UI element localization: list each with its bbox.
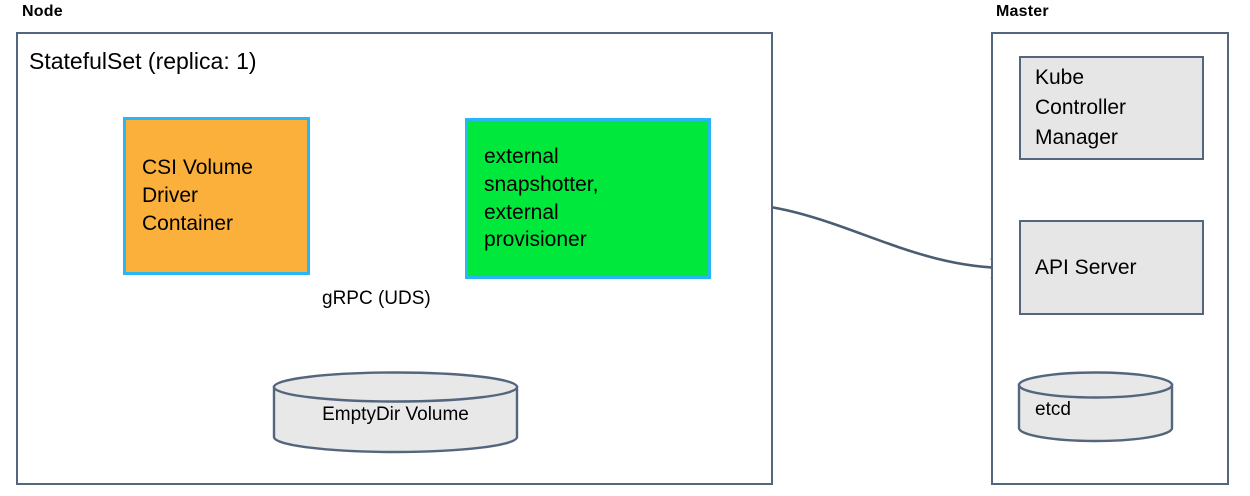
emptydir-volume-label: EmptyDir Volume [322,404,469,425]
grpc-uds-label: gRPC (UDS) [322,288,431,309]
kube-controller-manager-label: Kube Controller Manager [1035,66,1127,149]
csi-volume-driver-label: CSI Volume Driver Container [142,156,253,235]
kube-controller-manager-box[interactable]: Kube Controller Manager [1019,56,1204,160]
csi-volume-driver-container-box[interactable]: CSI Volume Driver Container [123,117,310,275]
etcd-cylinder[interactable]: etcd [1017,371,1174,443]
node-zone-label: Node [22,3,63,20]
master-zone-label: Master [996,3,1049,20]
external-sidecars-box[interactable]: external snapshotter, external provision… [465,118,711,279]
external-sidecars-label: external snapshotter, external provision… [484,144,599,252]
statefulset-title: StatefulSet (replica: 1) [29,48,257,74]
etcd-label: etcd [1035,399,1071,420]
api-server-label: API Server [1035,255,1137,279]
api-server-box[interactable]: API Server [1019,220,1204,315]
emptydir-volume-cylinder[interactable]: EmptyDir Volume [272,371,519,454]
